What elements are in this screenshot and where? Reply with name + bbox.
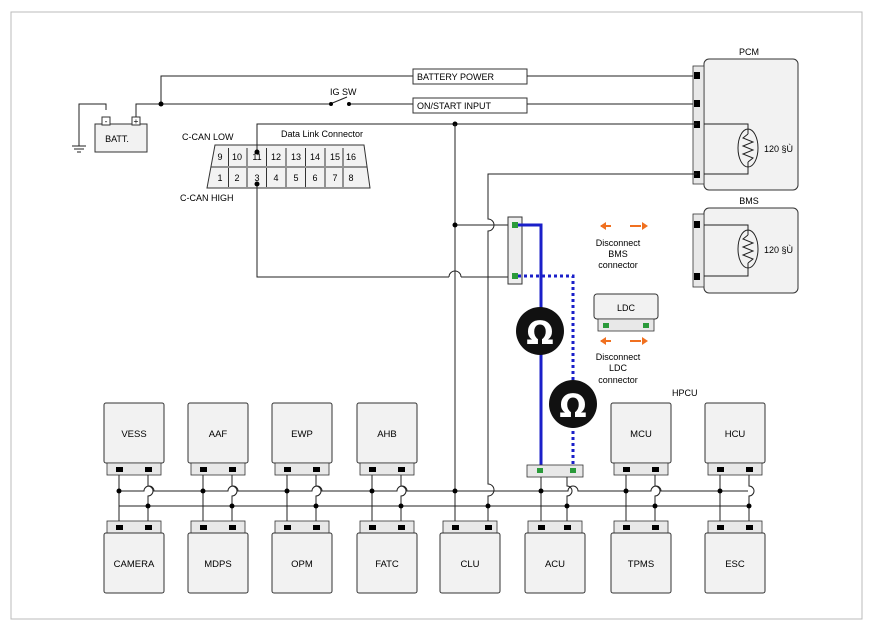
module-label: VESS [121, 429, 146, 440]
svg-text:Disconnect: Disconnect [596, 352, 641, 362]
module-fatc: FATC [356, 520, 418, 594]
module-label: HCU [725, 429, 746, 440]
module-tpms: TPMS [610, 520, 672, 594]
bms-module: BMS 120 §Ù [692, 196, 799, 294]
svg-text:LDC: LDC [609, 363, 628, 373]
dlc-pin: 10 [232, 152, 242, 162]
c-can-high-label: C-CAN HIGH [180, 193, 234, 203]
dlc-pin: 9 [217, 152, 222, 162]
ldc-title: LDC [617, 303, 636, 313]
dlc-pin: 5 [293, 173, 298, 183]
c-can-low-label: C-CAN LOW [182, 132, 234, 142]
dlc-pin: 7 [332, 173, 337, 183]
dlc-pin: 14 [310, 152, 320, 162]
module-label: AAF [209, 429, 228, 440]
module-camera: CAMERA [103, 520, 165, 594]
module-label: MCU [630, 429, 652, 440]
module-ahb: AHB [356, 402, 418, 476]
battery-box [94, 123, 148, 153]
bms-title: BMS [739, 196, 759, 206]
battery-neg: - [105, 116, 108, 126]
on-start-input-label: ON/START INPUT [417, 101, 492, 111]
ig-switch-label: IG SW [330, 87, 357, 97]
dlc-pin: 3 [254, 173, 259, 183]
module-label: CAMERA [114, 559, 155, 570]
dlc-pin: 15 [330, 152, 340, 162]
battery: - + BATT. [72, 103, 148, 153]
probe-wire-solid [518, 223, 543, 471]
bms-resistor-label: 120 §Ù [764, 245, 793, 255]
module-hcu: HCU [704, 402, 766, 476]
dlc-pin: 2 [234, 173, 239, 183]
module-label: FATC [375, 559, 399, 570]
svg-text:connector: connector [598, 375, 638, 385]
module-label: AHB [377, 429, 397, 440]
probe-wire-dotted [518, 274, 575, 471]
module-clu: CLU [439, 520, 501, 594]
module-mcu: MCU [610, 402, 672, 476]
disconnect-bms-annotation: Disconnect BMS connector [596, 222, 648, 270]
module-label: ESC [725, 559, 745, 570]
disconnect-ldc-annotation: Disconnect LDC connector [596, 337, 648, 385]
dlc-pin: 12 [271, 152, 281, 162]
svg-text:Disconnect: Disconnect [596, 238, 641, 248]
svg-text:Ω: Ω [559, 387, 586, 425]
module-label: CLU [460, 559, 479, 570]
module-label: MDPS [204, 559, 231, 570]
battery-label: BATT. [105, 134, 129, 144]
module-label: OPM [291, 559, 313, 570]
svg-text:BMS: BMS [608, 249, 628, 259]
ohmmeter-icon: Ω [516, 307, 564, 355]
module-mdps: MDPS [187, 520, 249, 594]
module-label: TPMS [628, 559, 654, 570]
dlc-pin: 8 [348, 173, 353, 183]
hpcu-label: HPCU [672, 388, 698, 398]
bms-connector [507, 216, 523, 285]
on-start-input-box [412, 97, 528, 114]
svg-text:connector: connector [598, 260, 638, 270]
pcm-resistor-label: 120 §Ù [764, 144, 793, 154]
module-acu: ACU [524, 520, 586, 594]
ldc-module: LDC [593, 293, 659, 332]
module-ewp: EWP [271, 402, 333, 476]
svg-text:Ω: Ω [526, 314, 553, 352]
dlc-label: Data Link Connector [281, 129, 363, 139]
data-link-connector: Data Link Connector C-CAN LOW C-CAN HIGH… [180, 129, 371, 203]
dlc-pin: 13 [291, 152, 301, 162]
dlc-pin: 6 [312, 173, 317, 183]
module-esc: ESC [704, 520, 766, 594]
pcm-title: PCM [739, 47, 759, 57]
battery-power-label: BATTERY POWER [417, 72, 495, 82]
module-label: EWP [291, 429, 313, 440]
module-aaf: AAF [187, 402, 249, 476]
dlc-pin: 16 [346, 152, 356, 162]
pcm-module: PCM 120 §Ù [692, 47, 799, 191]
battery-pos: + [134, 116, 139, 126]
dlc-pin: 4 [273, 173, 278, 183]
ohmmeter-icon: Ω [549, 380, 597, 428]
module-opm: OPM [271, 520, 333, 594]
dlc-pin: 11 [252, 152, 261, 162]
module-vess: VESS [103, 402, 165, 476]
module-label: ACU [545, 559, 565, 570]
dlc-pin: 1 [217, 173, 222, 183]
